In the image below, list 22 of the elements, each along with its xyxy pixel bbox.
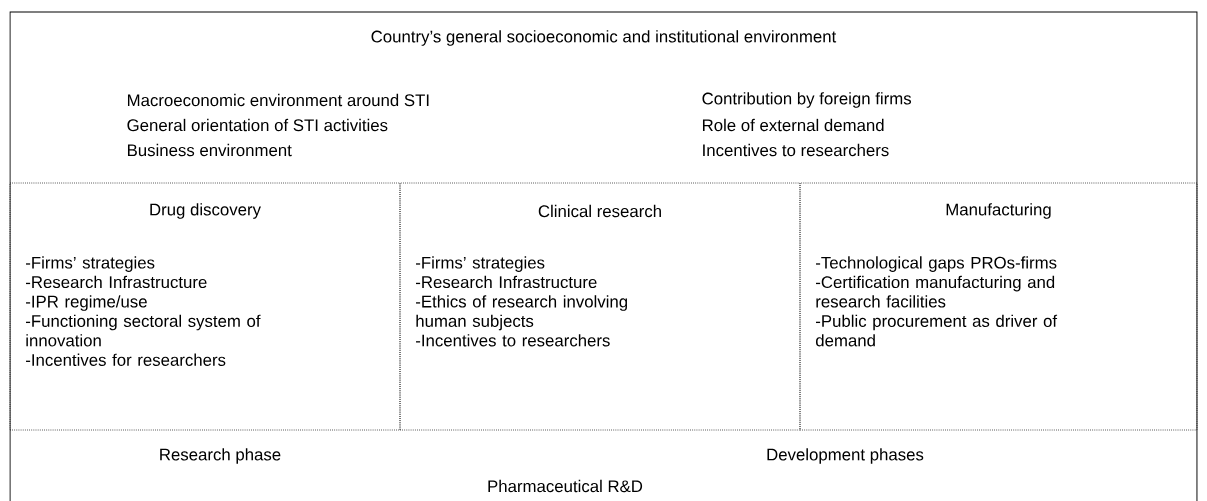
node-label: -Research Infrastructure bbox=[416, 275, 597, 289]
label: Macroeconomic environment around STI bbox=[128, 93, 429, 107]
node-label: -Ethics of research involving human subjects bbox=[416, 295, 628, 331]
footer-text: Pharmaceutical R&D bbox=[488, 479, 643, 493]
node-label: -IPR regime/use bbox=[26, 295, 147, 311]
bullet-list: -Firms’ strategies -Research Infrastructure -IPR regime/use -Functioning sectoral system of innovation -Incentives for researchers bbox=[26, 256, 261, 366]
label: Development phases bbox=[767, 448, 924, 464]
bullet-list: -Technological gaps PROs-firms -Certification manufacturing and research facilities -Public procurement as driver of demand bbox=[816, 256, 1058, 347]
node-label: -Firms’ strategies bbox=[26, 256, 155, 272]
label: General orientation of STI activities bbox=[127, 118, 388, 132]
bullet-list: -Firms’ strategies -Research Infrastructure -Ethics of research involving human subjects -Incentives to researchers bbox=[416, 256, 628, 347]
node-label: -Functioning sectoral system of innovation bbox=[26, 314, 261, 347]
heading: Country’s general socioeconomic and institutional environment bbox=[371, 30, 837, 46]
label: Contribution by foreign firms bbox=[702, 92, 912, 108]
label: Business environment bbox=[128, 143, 292, 157]
node-label: -Incentives to researchers bbox=[416, 334, 610, 347]
node-label: -Incentives for researchers bbox=[26, 353, 226, 366]
node-label: -Research Infrastructure bbox=[26, 275, 207, 289]
label: Research phase bbox=[160, 448, 281, 464]
node-label: -Firms’ strategies bbox=[416, 256, 545, 272]
label: Incentives to researchers bbox=[703, 143, 889, 157]
label: Role of external demand bbox=[703, 118, 884, 132]
